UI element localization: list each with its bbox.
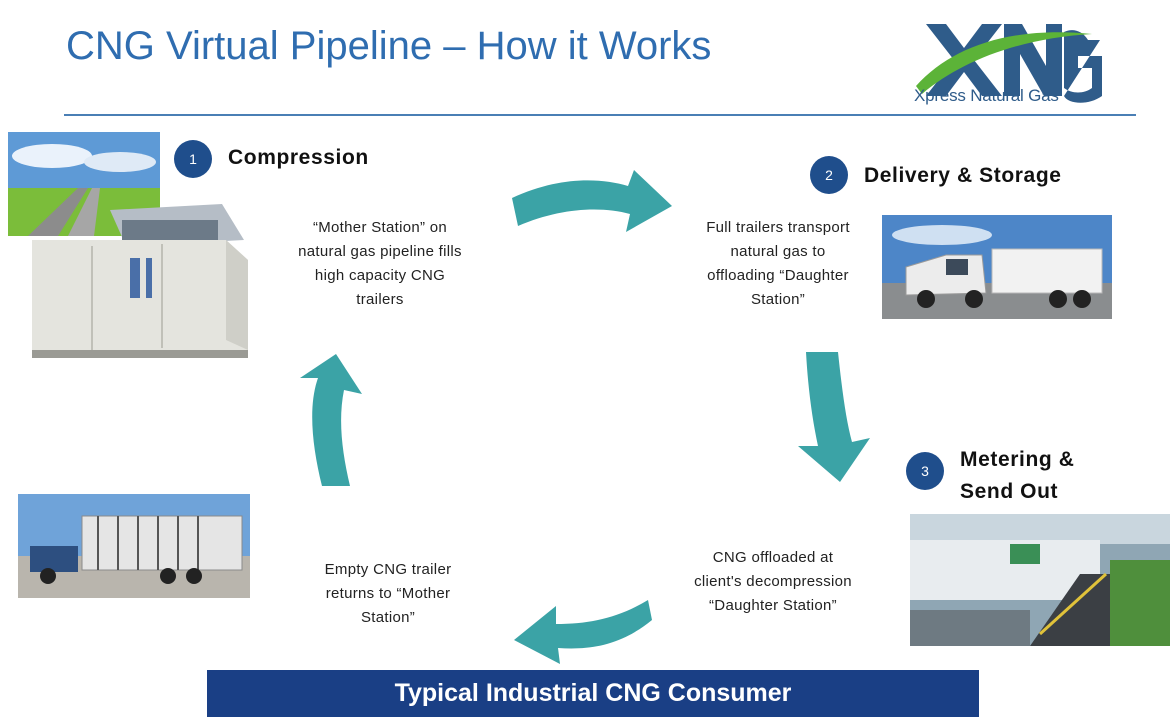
- step-2-badge: 2: [810, 156, 848, 194]
- step-2-heading: Delivery & Storage: [864, 164, 1062, 187]
- desc-line: “Mother Station” on: [312, 219, 448, 236]
- step-3-heading-line: Send Out: [960, 480, 1059, 503]
- desc-line: CNG offloaded at: [712, 549, 834, 566]
- step-1-heading: Compression: [228, 146, 369, 169]
- step-1-badge: 1: [174, 140, 212, 178]
- daughter-station-photo: [910, 514, 1170, 646]
- compressor-unit-photo: [32, 204, 248, 358]
- desc-line: Station”: [750, 291, 806, 308]
- desc-line: Station”: [360, 609, 416, 626]
- arrow-delivery-to-metering: [798, 352, 870, 482]
- desc-line: high capacity CNG: [314, 267, 446, 284]
- arrow-metering-to-consumer: [514, 600, 652, 664]
- desc-line: “Daughter Station”: [709, 597, 837, 614]
- logo-mark: [916, 24, 1102, 103]
- page-title: CNG Virtual Pipeline – How it Works: [66, 24, 712, 68]
- xng-logo: [916, 24, 1102, 103]
- consumer-banner: Typical Industrial CNG Consumer: [207, 670, 979, 717]
- arrow-compression-to-delivery: [512, 170, 672, 232]
- desc-line: natural gas to: [730, 243, 826, 260]
- empty-trailer-description: Empty CNG trailer returns to “Mother Sta…: [278, 558, 498, 630]
- title-divider: [64, 114, 1136, 116]
- offloaded-description: CNG offloaded at client's decompression …: [648, 546, 898, 618]
- step-3-heading-line: Metering &: [960, 448, 1075, 471]
- desc-line: Full trailers transport: [706, 219, 850, 236]
- desc-line: client's decompression: [694, 573, 852, 590]
- empty-trailer-photo: [18, 494, 250, 598]
- desc-line: trailers: [356, 291, 404, 308]
- full-trailers-description: Full trailers transport natural gas to o…: [662, 216, 894, 312]
- desc-line: offloading “Daughter: [707, 267, 849, 284]
- step-3-badge: 3: [906, 452, 944, 490]
- step-3-heading: Metering & Send Out: [960, 444, 1075, 508]
- desc-line: Empty CNG trailer: [324, 561, 452, 578]
- mother-station-description: “Mother Station” on natural gas pipeline…: [256, 216, 504, 312]
- desc-line: returns to “Mother: [325, 585, 451, 602]
- desc-line: natural gas pipeline fills: [298, 243, 462, 260]
- arrow-consumer-to-compression: [300, 354, 362, 486]
- logo-tagline: Xpress Natural Gas: [914, 86, 1059, 105]
- truck-photo: [882, 215, 1112, 319]
